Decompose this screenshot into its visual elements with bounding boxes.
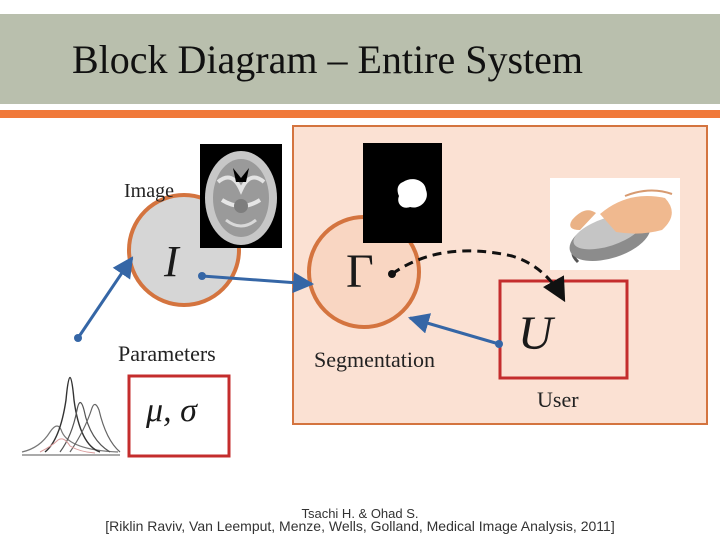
segmentation-label: Segmentation (314, 347, 435, 372)
arrow-start-dot (495, 340, 503, 348)
author-credit: Tsachi H. & Ohad S. (301, 506, 419, 521)
computer-mouse-hand-image (550, 178, 680, 270)
parameters-symbol: μ, σ (146, 392, 197, 429)
arrow-start-dot (74, 334, 82, 342)
arrow-start-dot (388, 270, 396, 278)
user-symbol: U (518, 307, 553, 360)
title-underline (0, 110, 720, 118)
image-symbol: I (164, 237, 179, 286)
image-label: Image (124, 180, 174, 202)
parameters-label: Parameters (118, 341, 216, 366)
title-bar (0, 14, 720, 104)
user-label: User (537, 387, 579, 412)
arrow-image-to-segmentation (201, 272, 315, 294)
parameters-node (127, 374, 231, 458)
segmentation-symbol: Γ (346, 245, 374, 298)
arrow-user-to-segmentation (407, 313, 500, 346)
brain-mri-image (200, 144, 282, 248)
arrow-parameters-to-image (76, 256, 134, 339)
reference-citation: [Riklin Raviv, Van Leemput, Menze, Wells… (105, 518, 615, 534)
slide-title: Block Diagram – Entire System (72, 37, 584, 82)
arrow-start-dot (198, 272, 206, 280)
gaussian-curves-icon (21, 376, 121, 456)
arrow-segmentation-to-user (391, 249, 566, 303)
segmentation-mask-image (363, 143, 442, 243)
